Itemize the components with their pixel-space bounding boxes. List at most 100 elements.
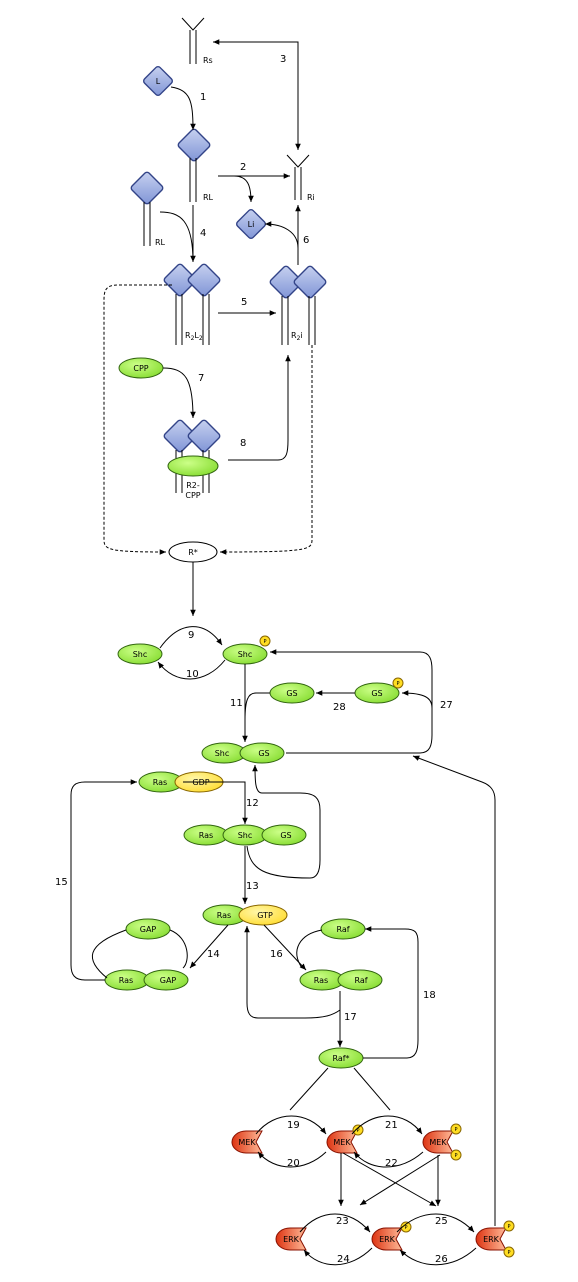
rasgdp-ras-label: Ras — [153, 778, 167, 787]
reaction-4: 4 — [200, 228, 206, 239]
rs-label: Rs — [203, 56, 213, 65]
erk1-label: ERK — [379, 1235, 396, 1244]
rasgap-ras-label: Ras — [119, 976, 133, 985]
receptor-r2-cpp: R2- CPP — [163, 419, 221, 500]
reaction-7: 7 — [198, 373, 204, 384]
node-ras-gap: Ras GAP — [104, 969, 189, 991]
phospho-erk2a: P — [507, 1224, 510, 1230]
shcgs-shc-label: Shc — [215, 749, 230, 758]
node-ras-raf: Ras Raf — [299, 969, 383, 991]
li-label: Li — [248, 220, 255, 229]
reaction-17: 17 — [344, 1012, 357, 1023]
erk2-label: ERK — [483, 1235, 500, 1244]
gap-label: GAP — [140, 925, 157, 934]
node-erk-0: ERK — [275, 1227, 307, 1251]
node-rstar: R* — [168, 541, 218, 563]
mek0-label: MEK — [238, 1138, 256, 1147]
ligand-l: L — [142, 65, 174, 97]
svg-text:R2L2: R2L2 — [185, 331, 203, 342]
ligand-li: Li — [235, 208, 267, 240]
node-cpp: CPP — [118, 357, 164, 379]
ri-label: Ri — [307, 193, 315, 202]
node-ras-gtp: Ras GTP — [202, 904, 288, 926]
mek1-label: MEK — [333, 1138, 351, 1147]
receptor-dimer-r2i: R2i — [269, 265, 327, 345]
node-shc: Shc — [117, 643, 163, 665]
reaction-11: 11 — [230, 698, 243, 709]
receptor-ri: Ri — [286, 154, 315, 202]
receptor-edges — [103, 39, 313, 616]
rasgtp-gtp-label: GTP — [257, 911, 273, 920]
erk0-label: ERK — [283, 1235, 300, 1244]
r2l2-r-text: R — [185, 331, 191, 340]
svg-text:R2i: R2i — [291, 331, 303, 342]
node-mek-0: MEK — [231, 1130, 263, 1154]
node-gs-free: GS — [269, 682, 315, 704]
rasraf-ras-label: Ras — [314, 976, 328, 985]
node-gs-phospho: GS P — [354, 677, 404, 704]
reaction-12: 12 — [246, 798, 259, 809]
shc-p-label: Shc — [238, 650, 253, 659]
r2cpp-label-1: R2- — [186, 481, 200, 490]
gs-free-label: GS — [286, 689, 297, 698]
mapk-edges — [255, 755, 496, 1266]
shc-label: Shc — [133, 650, 148, 659]
reaction-26: 26 — [435, 1254, 448, 1265]
rasgtp-ras-label: Ras — [217, 911, 231, 920]
reaction-14: 14 — [207, 949, 220, 960]
reaction-1: 1 — [200, 92, 206, 103]
raf-label: Raf — [336, 925, 349, 934]
node-erk-2: ERK P P — [475, 1220, 515, 1258]
reaction-22: 22 — [385, 1158, 398, 1169]
rl-top-label: RL — [203, 193, 214, 202]
reaction-28: 28 — [333, 702, 346, 713]
cpp-label: CPP — [133, 364, 148, 373]
receptor-rl-top: RL — [177, 128, 214, 202]
node-ras-gdp: Ras GDP — [138, 771, 224, 793]
node-ras-shc-gs: Ras Shc GS — [183, 824, 307, 846]
receptor-dimer-r2l2: R2L2 — [163, 263, 221, 345]
node-mek-2: MEK P P — [422, 1123, 462, 1161]
reaction-8: 8 — [240, 438, 246, 449]
receptor-rs: Rs — [181, 17, 213, 65]
reaction-19: 19 — [287, 1120, 300, 1131]
rasraf-raf-label: Raf — [354, 976, 367, 985]
rsg-shc-label: Shc — [238, 831, 253, 840]
reaction-10: 10 — [186, 669, 199, 680]
mek2-label: MEK — [429, 1138, 447, 1147]
rasgap-gap-label: GAP — [160, 976, 177, 985]
reaction-18: 18 — [423, 990, 436, 1001]
reaction-25: 25 — [435, 1216, 448, 1227]
r2l2-sub-a: 2 — [191, 335, 195, 342]
phospho-mek2a: P — [454, 1127, 457, 1133]
reaction-21: 21 — [385, 1120, 398, 1131]
node-raf: Raf — [320, 918, 366, 940]
rsg-gs-label: GS — [280, 831, 291, 840]
reaction-16: 16 — [270, 949, 283, 960]
phospho-erk2b: P — [507, 1250, 510, 1256]
gs-p-label: GS — [371, 689, 382, 698]
reaction-9: 9 — [188, 630, 194, 641]
phospho-shc: P — [263, 639, 266, 645]
node-shc-gs: Shc GS — [201, 742, 285, 764]
node-raf-star: Raf* — [318, 1047, 364, 1069]
reaction-23: 23 — [336, 1216, 349, 1227]
reaction-27: 27 — [440, 700, 453, 711]
phospho-erk1: P — [404, 1225, 407, 1231]
r2i-r-text: R — [291, 331, 297, 340]
reaction-20: 20 — [287, 1158, 300, 1169]
reaction-6: 6 — [303, 235, 309, 246]
phospho-mek2b: P — [454, 1153, 457, 1159]
r2i-sub: 2 — [297, 335, 301, 342]
reaction-24: 24 — [337, 1254, 350, 1265]
rl-left-label: RL — [155, 238, 166, 247]
reaction-15: 15 — [55, 877, 68, 888]
rstar-label: R* — [188, 548, 198, 557]
node-shc-phospho: Shc P — [222, 635, 271, 665]
reaction-2: 2 — [240, 162, 246, 173]
rafstar-label: Raf* — [332, 1054, 349, 1063]
node-mek-1: MEK P — [326, 1124, 364, 1154]
l-label: L — [156, 77, 161, 86]
r2cpp-label-2: CPP — [185, 491, 200, 500]
